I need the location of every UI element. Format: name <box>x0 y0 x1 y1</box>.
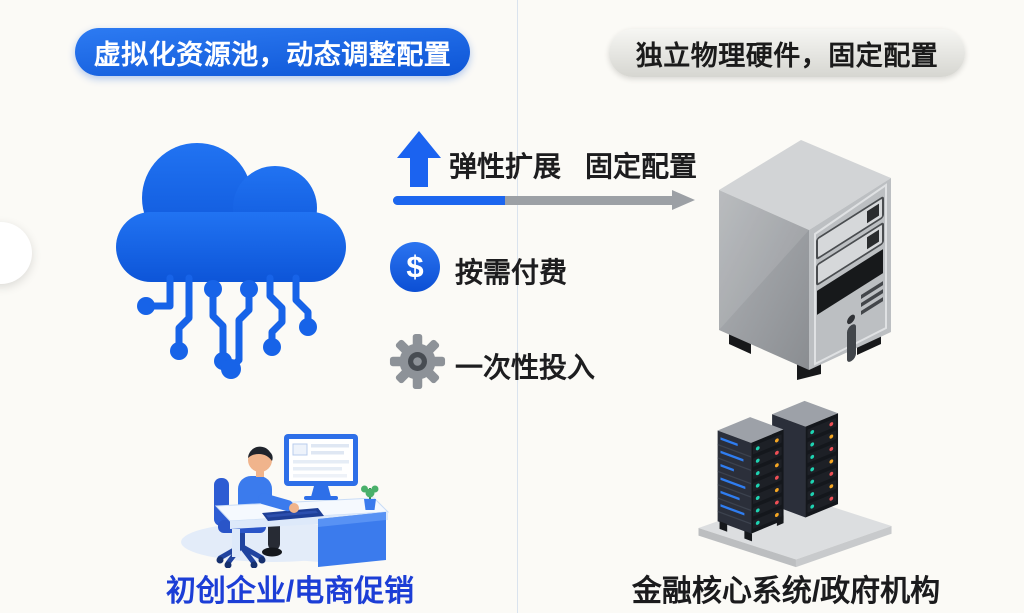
one-time-investment-label: 一次性投入 <box>455 352 596 383</box>
right-use-case-caption: 金融核心系统/政府机构 <box>631 575 941 608</box>
left-use-case-caption: 初创企业/电商促销 <box>165 575 415 608</box>
dollar-circle-icon: $ <box>390 242 440 292</box>
server-racks-illustration <box>688 398 903 570</box>
person-at-desk-illustration <box>168 396 393 569</box>
fixed-config-label: 固定配置 <box>585 151 698 182</box>
right-badge-label: 独立物理硬件，固定配置 <box>635 40 939 71</box>
cloud-circuit-icon <box>100 120 362 392</box>
elastic-expand-label: 弹性扩展 <box>449 151 562 182</box>
carousel-prev-button[interactable] <box>0 222 32 284</box>
progress-bar-arrowhead <box>672 190 695 210</box>
gear-icon <box>389 333 446 390</box>
server-tower-icon <box>705 118 905 386</box>
up-arrow-icon <box>396 131 442 188</box>
pay-as-you-go-label: 按需付费 <box>455 257 568 288</box>
center-divider <box>517 0 518 613</box>
progress-bar-blue-fill <box>393 196 505 205</box>
left-column-header-badge: 虚拟化资源池，动态调整配置 <box>75 28 470 76</box>
dollar-glyph: $ <box>406 249 424 284</box>
right-column-header-badge: 独立物理硬件，固定配置 <box>609 29 965 77</box>
comparison-progress-bar <box>393 196 674 205</box>
feature-row-elastic: 弹性扩展 固定配置 <box>449 145 697 185</box>
left-badge-label: 虚拟化资源池，动态调整配置 <box>93 39 452 70</box>
